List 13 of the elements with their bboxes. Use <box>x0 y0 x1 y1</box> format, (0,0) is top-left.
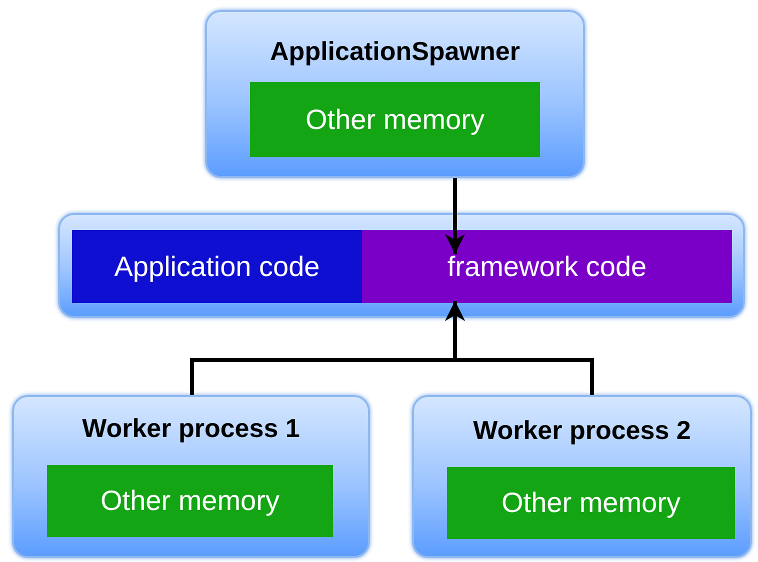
box-title: Worker process 2 <box>472 415 692 446</box>
process-box <box>412 395 752 558</box>
memory-block: Other memory <box>47 465 333 537</box>
memory-block: Other memory <box>250 82 540 157</box>
code-block: framework code <box>362 230 732 303</box>
code-block: Application code <box>72 230 362 303</box>
memory-block: Other memory <box>447 467 735 539</box>
process-box <box>205 10 585 178</box>
process-box <box>12 395 370 558</box>
box-title: Worker process 1 <box>81 413 301 444</box>
code-band <box>58 213 745 318</box>
box-title: ApplicationSpawner <box>269 36 521 67</box>
arrow <box>445 178 465 254</box>
